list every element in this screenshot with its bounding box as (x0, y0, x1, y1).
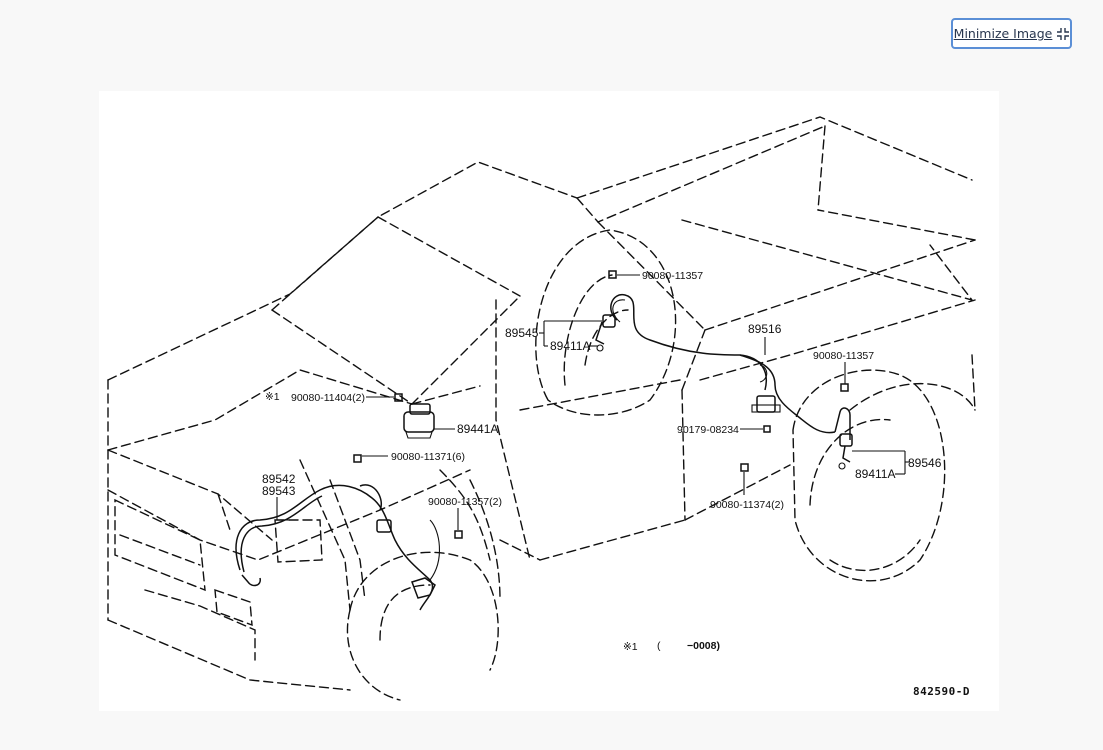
label-rear-right-sensor-group: 89545 (505, 326, 539, 340)
footnote-paren-open: ( (657, 640, 661, 652)
label-grommet: 90179-08234 (677, 424, 739, 436)
label-actuator-lower-bolt: 90080-11371(6) (391, 451, 465, 463)
label-rear-left-sensor-group: 89546 (908, 456, 942, 470)
label-front-sensor-rh: 89542 (262, 472, 296, 486)
parts-diagram: 90080-11357 89545 89411A 89516 90080-113… (99, 91, 999, 711)
footnote-mark: ※1 (623, 641, 638, 653)
minimize-image-button[interactable]: Minimize Image (951, 18, 1072, 49)
truck-outline (107, 116, 976, 701)
drawing-code: 842590-D (913, 685, 970, 698)
label-actuator-bolt-mark: ※1 (265, 391, 280, 403)
label-rear-right-screw: 90080-11357 (642, 270, 703, 282)
label-rear-left-sensor: 89411A (855, 467, 895, 481)
label-rear-left-screw: 90080-11357 (813, 350, 874, 362)
label-rear-right-sensor: 89411A (550, 339, 590, 353)
callout-labels: 90080-11357 89545 89411A 89516 90080-113… (262, 270, 942, 511)
label-wire-rear: 89516 (748, 322, 782, 336)
label-rear-bracket-bolt: 90080-11374(2) (710, 499, 784, 511)
truck-wiring-diagram: 90080-11357 89545 89411A 89516 90080-113… (107, 116, 976, 701)
collapse-corners-icon (1057, 27, 1070, 40)
minimize-image-label: Minimize Image (953, 26, 1053, 41)
label-actuator: 89441A (457, 422, 498, 436)
label-front-sensor-lh: 89543 (262, 484, 296, 498)
footnote-range: −0008) (687, 640, 720, 652)
footnote: ※1 ( −0008) (623, 640, 720, 653)
callout-leaders (276, 274, 910, 530)
label-actuator-bolt: 90080-11404(2) (291, 392, 365, 404)
abs-components (235, 270, 853, 611)
label-front-clamp-bolt: 90080-11357(2) (428, 496, 502, 508)
